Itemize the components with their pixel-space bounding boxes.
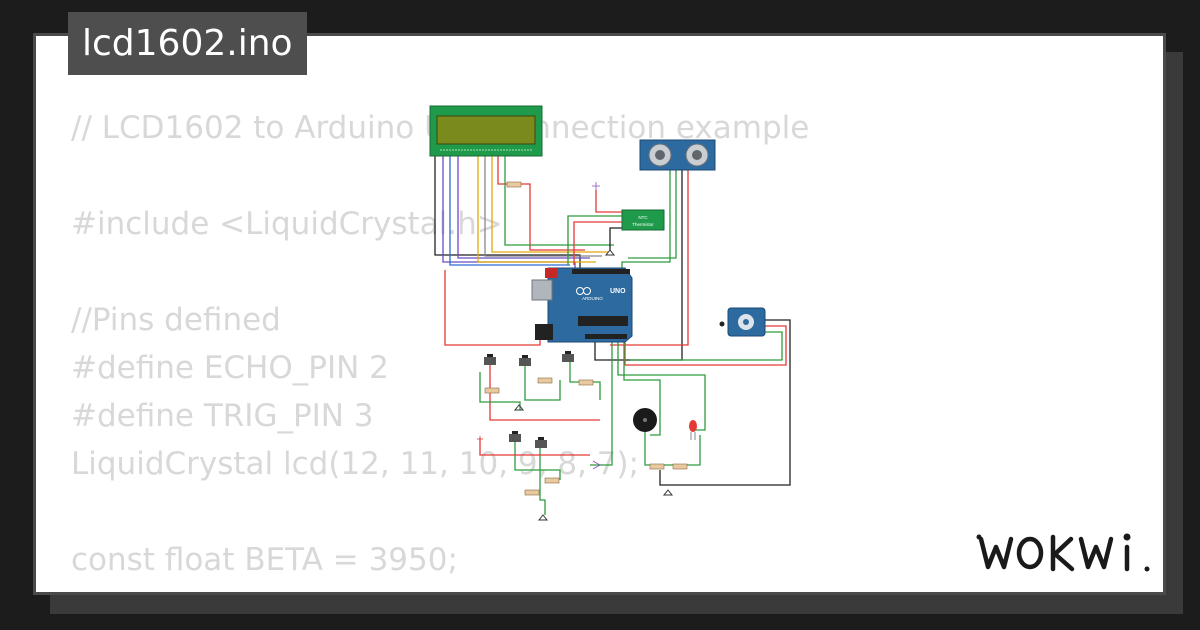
- ground-symbol: [662, 489, 674, 496]
- wire: [497, 156, 585, 251]
- arduino-uno-board[interactable]: UNO ARDUINO: [531, 267, 633, 343]
- code-line: //Pins defined: [71, 302, 281, 338]
- wire: [610, 170, 689, 346]
- resistor[interactable]: [578, 379, 594, 386]
- code-listing: // LCD1602 to Arduino Uno connection exa…: [71, 104, 809, 584]
- board-brand: ARDUINO: [582, 296, 603, 301]
- push-button[interactable]: [509, 431, 521, 442]
- ntc-thermistor-module[interactable]: NTC Thermistor: [621, 209, 665, 231]
- push-button[interactable]: [562, 351, 574, 362]
- code-line: const float BETA = 3950;: [71, 542, 458, 578]
- wire: [567, 215, 622, 265]
- wire: [477, 156, 596, 263]
- wire: [659, 319, 791, 486]
- file-title: lcd1602.ino: [68, 12, 307, 75]
- wire: [623, 342, 661, 436]
- wire: [479, 438, 590, 456]
- resistor[interactable]: [484, 387, 500, 394]
- sensor-label: NTC: [638, 215, 648, 220]
- lcd1602-module[interactable]: [429, 105, 543, 157]
- resistor[interactable]: [524, 489, 540, 496]
- code-line: #define TRIG_PIN 3: [71, 398, 374, 434]
- wokwi-logo: [976, 533, 1150, 572]
- ground-symbol: [513, 404, 525, 411]
- wire: [628, 170, 677, 259]
- push-button[interactable]: [535, 437, 547, 448]
- resistor[interactable]: [649, 463, 665, 470]
- board-label: UNO: [610, 288, 626, 295]
- wire: [491, 156, 608, 253]
- wire: [595, 190, 622, 213]
- power-symbol: [592, 460, 601, 470]
- wire: [449, 156, 570, 266]
- resistor[interactable]: [506, 181, 522, 188]
- push-button[interactable]: [519, 355, 531, 366]
- wire: [504, 156, 614, 246]
- buzzer[interactable]: [633, 408, 657, 432]
- joystick-module[interactable]: [719, 307, 766, 337]
- wire: [524, 365, 561, 401]
- power-symbol: [477, 436, 483, 442]
- wire: [489, 365, 600, 421]
- wire: [444, 270, 541, 346]
- wire: [457, 156, 590, 259]
- push-button[interactable]: [484, 354, 496, 365]
- power-symbol: [592, 182, 600, 190]
- led[interactable]: [689, 420, 697, 440]
- wire: [609, 227, 622, 250]
- resistor[interactable]: [537, 377, 553, 384]
- ground-symbol: [537, 514, 549, 521]
- wire: [630, 331, 783, 361]
- ultrasonic-sensor[interactable]: [639, 139, 716, 171]
- wire: [573, 221, 622, 265]
- wire: [617, 342, 706, 431]
- resistor[interactable]: [544, 477, 560, 484]
- wire: [624, 325, 787, 366]
- wire: [442, 156, 576, 268]
- code-line: #include <LiquidCrystal.h>: [71, 206, 503, 242]
- sensor-label: Thermistor: [632, 222, 654, 227]
- code-line: #define ECHO_PIN 2: [71, 350, 389, 386]
- code-line: LiquidCrystal lcd(12, 11, 10, 9, 8, 7);: [71, 446, 640, 482]
- wire: [434, 156, 581, 268]
- wire: [621, 170, 671, 268]
- wire: [590, 342, 613, 466]
- resistor[interactable]: [672, 463, 688, 470]
- ground-symbol: [604, 249, 616, 256]
- wire: [484, 156, 602, 257]
- wire: [539, 445, 546, 515]
- wire: [644, 425, 701, 466]
